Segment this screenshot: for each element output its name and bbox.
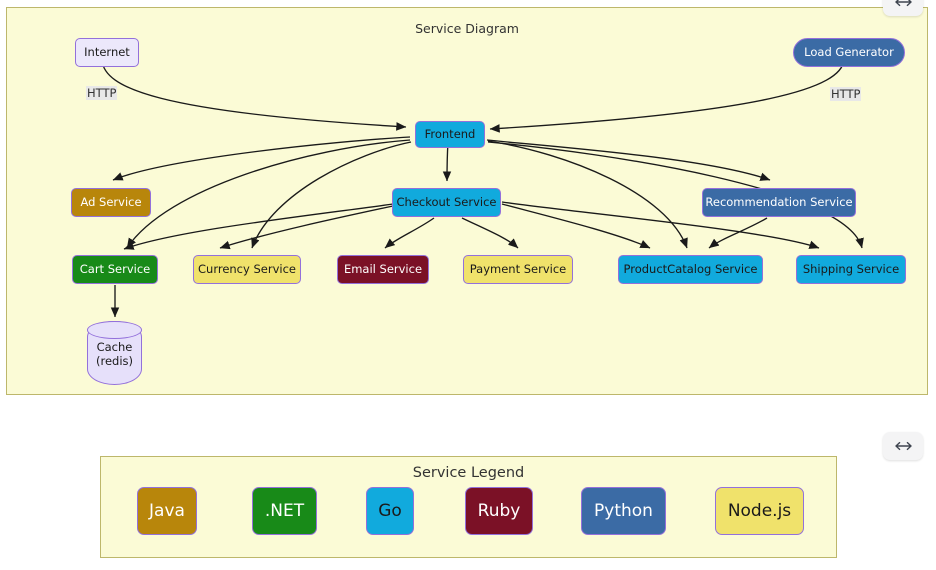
- diagram-node-label: Shipping Service: [802, 261, 900, 276]
- diagram-node-label: Cache(redis): [95, 340, 133, 369]
- legend-chip-label: Go: [378, 501, 402, 521]
- cylinder-top-ellipse: [86, 320, 143, 339]
- legend-chip-nodejs[interactable]: Node.js: [715, 487, 804, 535]
- resize-horizontal-icon[interactable]: [883, 0, 923, 16]
- legend-chip-ruby[interactable]: Ruby: [465, 487, 533, 535]
- legend-chip-label: .NET: [264, 501, 305, 521]
- legend-chip-python[interactable]: Python: [581, 487, 666, 535]
- diagram-node-label: Internet: [84, 44, 130, 59]
- diagram-node-label: Email Service: [343, 261, 423, 276]
- diagram-node-internet[interactable]: Internet: [75, 38, 139, 67]
- diagram-node-recommendation[interactable]: Recommendation Service: [702, 188, 856, 217]
- resize-horizontal-icon[interactable]: [883, 432, 923, 460]
- diagram-node-loadgen[interactable]: Load Generator: [793, 38, 905, 67]
- diagram-node-cache[interactable]: Cache(redis): [86, 320, 143, 385]
- diagram-node-label: Currency Service: [198, 261, 296, 276]
- diagram-node-label: Recommendation Service: [705, 194, 853, 209]
- diagram-node-label: Checkout Service: [396, 194, 497, 209]
- diagram-node-currency[interactable]: Currency Service: [193, 255, 301, 284]
- diagram-node-productcatalog[interactable]: ProductCatalog Service: [618, 255, 763, 284]
- diagram-node-label: ProductCatalog Service: [623, 261, 758, 276]
- legend-chip-label: Node.js: [727, 501, 792, 521]
- diagram-node-cart[interactable]: Cart Service: [72, 255, 158, 284]
- diagram-node-label: Load Generator: [804, 44, 894, 59]
- diagram-node-frontend[interactable]: Frontend: [415, 121, 485, 148]
- diagram-node-checkout[interactable]: Checkout Service: [392, 188, 501, 217]
- edge-label-http-loadgen: HTTP: [830, 87, 862, 101]
- service-diagram-panel: Service Diagram: [6, 7, 928, 395]
- diagram-title: Service Diagram: [415, 21, 519, 36]
- legend-chip-label: Python: [594, 501, 653, 521]
- legend-title: Service Legend: [412, 465, 525, 481]
- legend-chip-go[interactable]: Go: [366, 487, 414, 535]
- legend-chip-label: Ruby: [477, 501, 521, 521]
- diagram-node-shipping[interactable]: Shipping Service: [796, 255, 906, 284]
- diagram-node-email[interactable]: Email Service: [337, 255, 429, 284]
- diagram-node-payment[interactable]: Payment Service: [463, 255, 573, 284]
- legend-chip-dotnet[interactable]: .NET: [252, 487, 317, 535]
- diagram-node-label: Cart Service: [79, 261, 151, 276]
- legend-chip-row: Java .NET Go Ruby Python Node.js: [101, 487, 836, 557]
- legend-chip-java[interactable]: Java: [137, 487, 197, 535]
- edge-label-http-internet: HTTP: [86, 86, 118, 100]
- diagram-node-label: Frontend: [424, 126, 476, 141]
- legend-chip-label: Java: [149, 501, 185, 521]
- diagram-node-label: Payment Service: [469, 261, 567, 276]
- service-legend-panel: Service Legend Java .NET Go Ruby Python Node.…: [100, 456, 837, 558]
- diagram-node-adservice[interactable]: Ad Service: [71, 188, 151, 217]
- diagram-node-label: Ad Service: [80, 194, 142, 209]
